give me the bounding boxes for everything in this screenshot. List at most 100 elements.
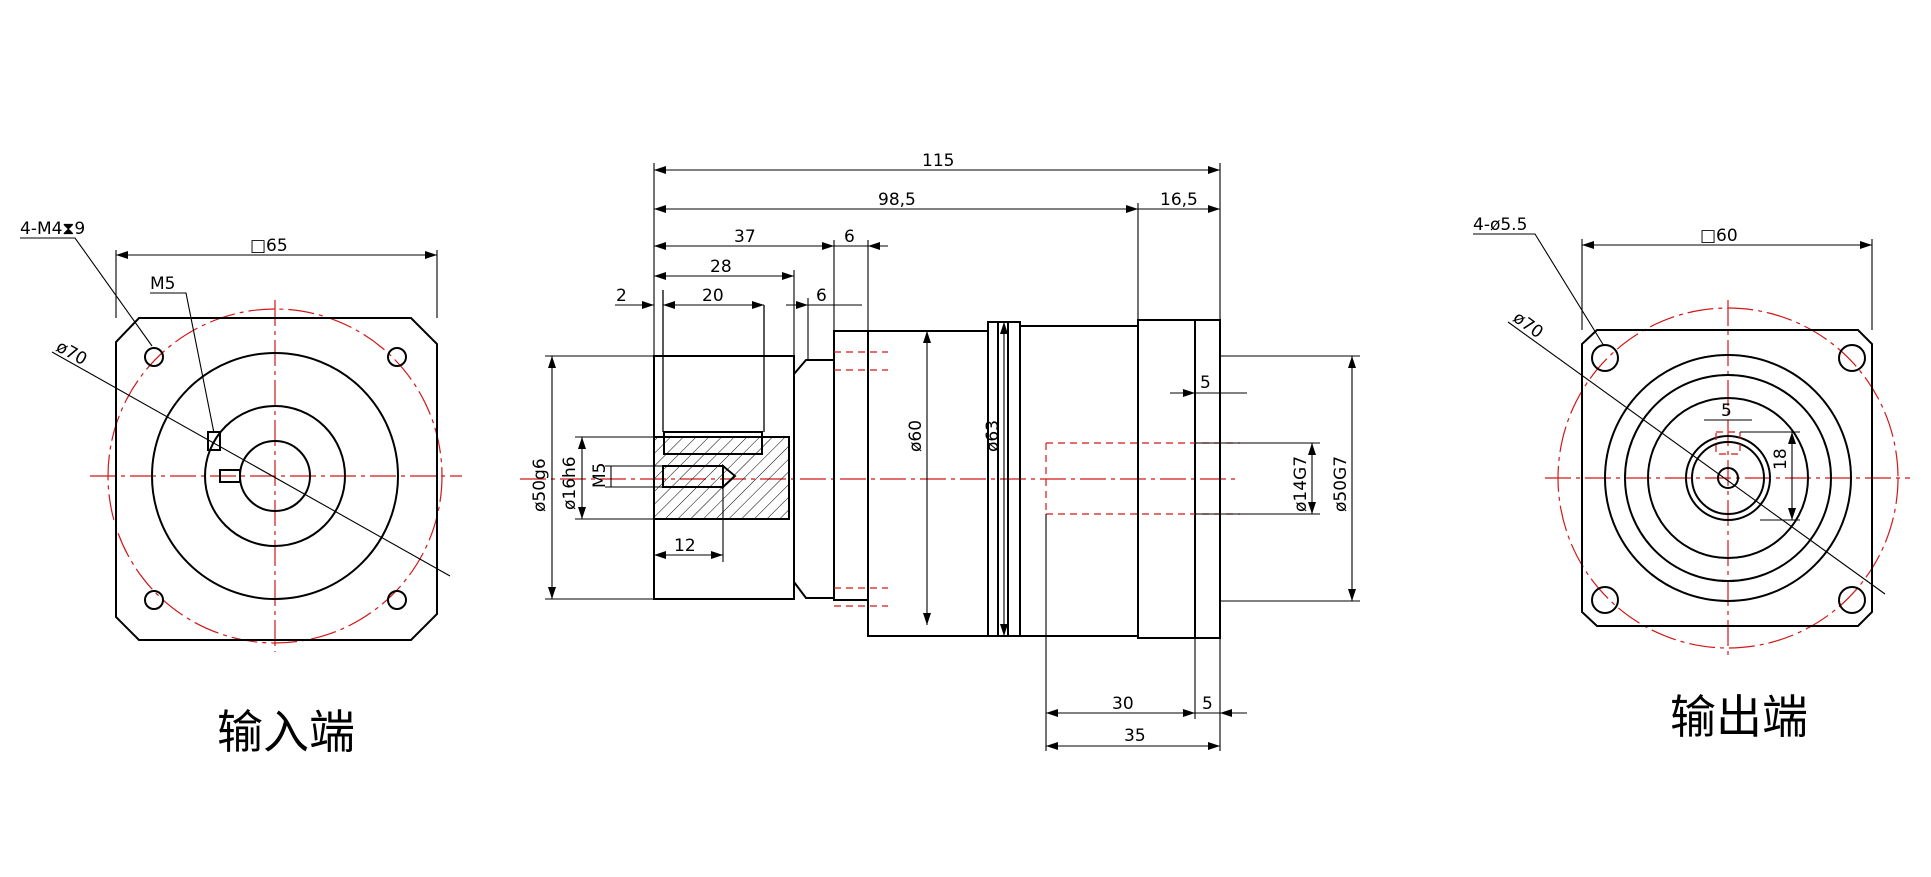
input-clamp-block bbox=[663, 431, 763, 455]
arrow-clamp-offset bbox=[642, 301, 654, 309]
output-hole-leader bbox=[1473, 233, 1605, 347]
arrow-pilot-output-top bbox=[1348, 356, 1356, 368]
arrow-step-left bbox=[868, 242, 880, 250]
label-input-bore-depth: 28 bbox=[710, 257, 732, 277]
arrow-input-depth-left bbox=[654, 242, 666, 250]
label-input-step-2: 6 bbox=[816, 286, 827, 306]
input-mounting-hole-tl bbox=[144, 347, 164, 367]
arrow-pilot-input-top bbox=[548, 356, 556, 368]
side-section-view: 115 98,5 16,5 37 6 28 2 20 6 12 ø50g6 ø1… bbox=[520, 151, 1360, 751]
output-square-label: □60 bbox=[1700, 226, 1738, 246]
label-clamp-offset: 2 bbox=[616, 286, 627, 306]
label-output-flange-length: 16,5 bbox=[1160, 190, 1198, 210]
arrow-pilot-input-bot bbox=[548, 587, 556, 599]
input-pcd-leader bbox=[51, 351, 451, 577]
input-tap-tip bbox=[722, 463, 737, 490]
arrow-tap-depth-left bbox=[654, 551, 666, 559]
arrow-tap-depth-right bbox=[711, 551, 723, 559]
input-bore-hatching bbox=[653, 436, 790, 520]
input-flange-outline bbox=[115, 317, 438, 641]
output-mounting-hole-bl bbox=[1591, 586, 1619, 614]
arrow-input-bore-bot bbox=[578, 507, 586, 519]
label-pilot-input: ø50g6 bbox=[530, 458, 550, 512]
output-view-caption: 输出端 bbox=[1670, 690, 1808, 744]
input-hole-leader bbox=[20, 237, 153, 347]
output-key-height-arrow-bot bbox=[1788, 508, 1796, 520]
arrow-pilot-output-bot bbox=[1348, 589, 1356, 601]
arrow-output-shaft-top bbox=[1308, 443, 1316, 455]
input-keyway bbox=[219, 469, 241, 483]
output-mounting-hole-tl bbox=[1591, 344, 1619, 372]
input-square-arrow-right bbox=[425, 251, 437, 259]
label-clamp-width: 20 bbox=[702, 286, 724, 306]
housing-gear-body bbox=[1019, 325, 1139, 637]
output-flange bbox=[1137, 319, 1221, 639]
arrow-overall-left bbox=[654, 166, 666, 174]
input-mounting-hole-br bbox=[387, 590, 407, 610]
input-thread-label: M5 bbox=[150, 274, 175, 294]
arrow-overall-right bbox=[1208, 166, 1220, 174]
arrow-clamp-right bbox=[752, 301, 764, 309]
output-square-arrow-left bbox=[1582, 241, 1594, 249]
input-mounting-hole-bl bbox=[144, 590, 164, 610]
output-mounting-hole-br bbox=[1838, 586, 1866, 614]
output-key-height-arrow-top bbox=[1788, 432, 1796, 444]
input-mounting-hole-tr bbox=[387, 347, 407, 367]
arrow-step2-right bbox=[796, 301, 808, 309]
output-key-width-label: 5 bbox=[1721, 401, 1732, 421]
input-middle-circle bbox=[204, 405, 346, 547]
label-overall-length: 115 bbox=[922, 151, 954, 171]
arrow-key-offset bbox=[1183, 389, 1195, 397]
arrow-ring-bot bbox=[1000, 624, 1008, 636]
label-input-depth: 37 bbox=[734, 227, 756, 247]
arrow-shaft-total-left bbox=[1046, 742, 1058, 750]
output-square-arrow-right bbox=[1860, 241, 1872, 249]
output-outer-circle bbox=[1604, 354, 1852, 602]
label-shaft-shoulder: 5 bbox=[1202, 694, 1213, 714]
output-mounting-hole-tr bbox=[1838, 344, 1866, 372]
output-keyway bbox=[1715, 431, 1741, 455]
motor-flange-plate bbox=[833, 330, 869, 601]
output-key-height-label: 18 bbox=[1771, 448, 1791, 470]
output-shaft-center bbox=[1717, 467, 1739, 489]
output-pcd-label: ø70 bbox=[1509, 308, 1547, 343]
housing-main bbox=[867, 330, 989, 637]
arrow-clamp-left bbox=[663, 301, 675, 309]
output-hole-spec-label: 4-ø5.5 bbox=[1473, 215, 1527, 235]
output-pilot-circle bbox=[1647, 397, 1809, 559]
input-view-caption: 输入端 bbox=[217, 705, 355, 759]
label-shaft-total: 35 bbox=[1124, 726, 1146, 746]
label-input-bore: ø16h6 bbox=[560, 456, 580, 510]
arrow-body-left bbox=[654, 205, 666, 213]
output-seal-circle bbox=[1685, 435, 1771, 521]
label-input-step: 6 bbox=[844, 227, 855, 247]
label-tap-thread: M5 bbox=[590, 463, 610, 488]
label-housing-diameter: ø60 bbox=[906, 420, 926, 452]
arrow-bore-depth-left bbox=[654, 272, 666, 280]
arrow-shaft-total-right bbox=[1208, 742, 1220, 750]
arrow-housing-bot bbox=[923, 613, 931, 625]
input-hole-spec-label: 4-M4⧗9 bbox=[20, 219, 85, 239]
input-outer-bore-circle bbox=[151, 352, 399, 600]
input-square-arrow-left bbox=[116, 251, 128, 259]
arrow-output-shaft-bot bbox=[1308, 502, 1316, 514]
label-body-length: 98,5 bbox=[878, 190, 916, 210]
arrow-shaft-length-right bbox=[1183, 709, 1195, 717]
label-tap-depth: 12 bbox=[674, 536, 696, 556]
label-ring-diameter: ø63 bbox=[983, 420, 1003, 452]
arrow-shaft-length-left bbox=[1046, 709, 1058, 717]
label-shaft-length: 30 bbox=[1112, 694, 1134, 714]
output-pcd-leader bbox=[1507, 321, 1886, 595]
output-flange-outline bbox=[1581, 329, 1873, 627]
label-output-shaft: ø14G7 bbox=[1291, 456, 1311, 512]
input-thread-leader bbox=[150, 292, 215, 434]
output-end-view: 4-ø5.5 ø70 □60 5 18 输出端 bbox=[1473, 215, 1910, 744]
label-pilot-output: ø50G7 bbox=[1331, 456, 1351, 512]
output-ring-circle bbox=[1624, 374, 1832, 582]
label-key-offset: 5 bbox=[1200, 373, 1211, 393]
arrow-body-right bbox=[1126, 205, 1138, 213]
input-square-label: □65 bbox=[250, 236, 288, 256]
input-end-view: 4-M4⧗9 M5 ø70 □65 输入端 bbox=[20, 219, 462, 759]
output-shaft-circle bbox=[1691, 441, 1765, 515]
